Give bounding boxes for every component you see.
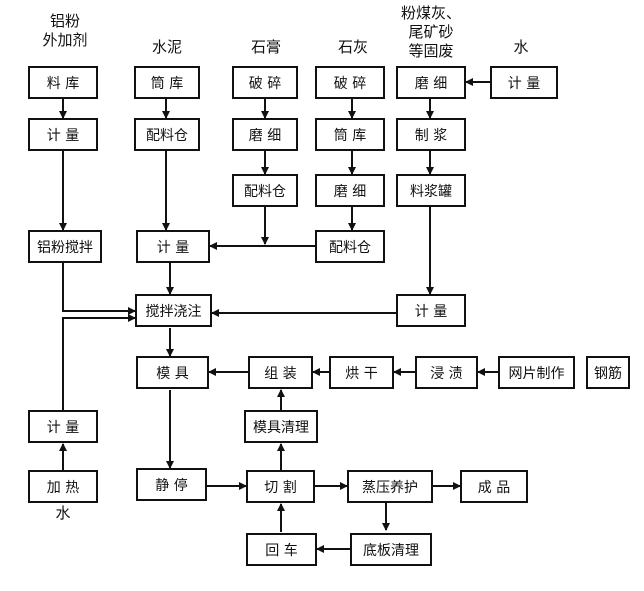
step-material-store: 料 库 (28, 66, 98, 99)
step-ash-grind: 磨 细 (396, 66, 466, 99)
step-mix-pour: 搅拌浇注 (135, 294, 212, 327)
step-autoclave: 蒸压养护 (347, 470, 433, 503)
step-water-meter: 计 量 (28, 410, 98, 443)
footer-water-bottom: 水 (55, 504, 71, 522)
header-water-top: 水 (513, 38, 529, 56)
step-water-meter-top: 计 量 (490, 66, 558, 99)
step-lime-grind: 磨 细 (315, 174, 385, 207)
arrow-al-mixing-to-pour (62, 262, 136, 315)
step-slurry-tank: 料浆罐 (396, 174, 466, 207)
header-flyash-line2: 尾矿砂 (408, 23, 454, 41)
step-heating: 加 热 (28, 470, 98, 503)
step-dipping: 浸 渍 (415, 356, 478, 389)
header-gypsum: 石膏 (250, 38, 281, 56)
step-slurry-meter: 计 量 (396, 294, 466, 327)
step-gypsum-bin: 配料仓 (232, 174, 298, 207)
header-flyash-line1: 粉煤灰、 (400, 4, 461, 22)
step-additive-meter: 计 量 (28, 118, 98, 151)
header-cement: 水泥 (151, 38, 182, 56)
header-aluminum-line2: 外加剂 (42, 31, 88, 49)
step-lime-bin: 配料仓 (315, 230, 385, 263)
step-mold-cleaning: 模具清理 (244, 410, 318, 443)
step-base-plate-cleaning: 底板清理 (350, 533, 432, 566)
step-gypsum-crush: 破 碎 (232, 66, 298, 99)
step-lime-crush: 破 碎 (315, 66, 385, 99)
header-flyash: 粉煤灰、 尾矿砂 等固废 (396, 4, 466, 61)
header-aluminum-additive: 铝粉 外加剂 (34, 12, 96, 50)
step-finished-product: 成 品 (460, 470, 528, 503)
header-aluminum-line1: 铝粉 (49, 12, 80, 30)
step-gypsum-grind: 磨 细 (232, 118, 298, 151)
arrow-water-meter-to-pour (62, 314, 136, 410)
step-mold: 模 具 (136, 356, 209, 389)
step-rebar: 钢筋 (586, 356, 630, 389)
step-cement-silo: 筒 库 (134, 66, 200, 99)
step-return-cart: 回 车 (246, 533, 317, 566)
step-main-meter: 计 量 (136, 230, 210, 263)
step-assembly: 组 装 (248, 356, 313, 389)
header-flyash-line3: 等固废 (408, 42, 454, 60)
step-lime-silo: 筒 库 (315, 118, 385, 151)
step-aluminum-mixing: 铝粉搅拌 (28, 230, 102, 263)
step-mesh-making: 网片制作 (498, 356, 575, 389)
step-drying: 烘 干 (329, 356, 394, 389)
header-lime: 石灰 (337, 38, 368, 56)
step-cement-bin: 配料仓 (134, 118, 200, 151)
step-static-cure: 静 停 (136, 468, 207, 501)
step-slurry-make: 制 浆 (396, 118, 466, 151)
step-cutting: 切 割 (246, 470, 315, 503)
